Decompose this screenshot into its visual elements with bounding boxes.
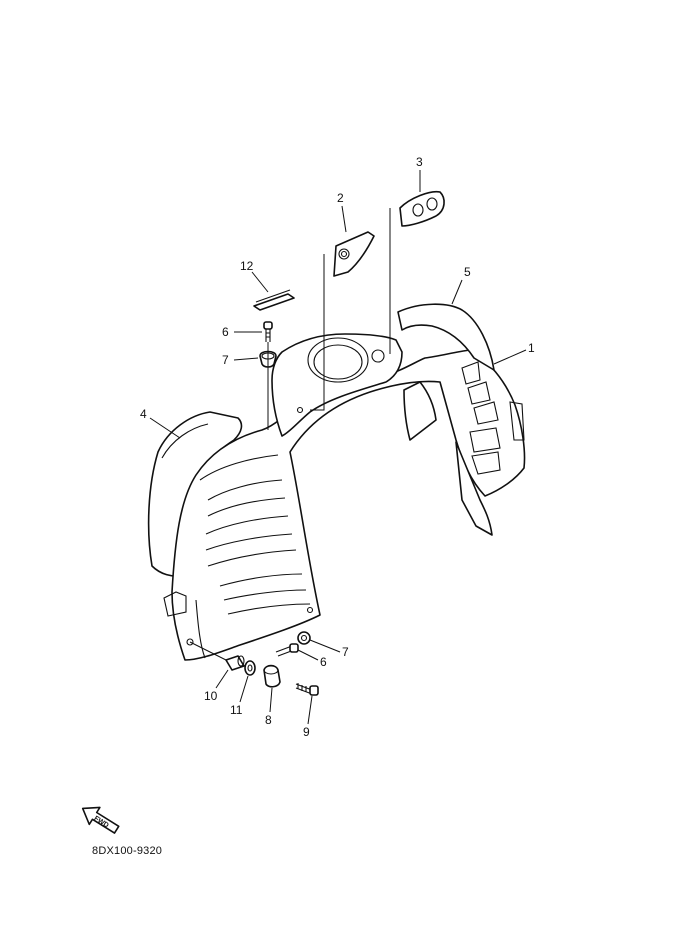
part-5-right-side-cover — [397, 303, 495, 371]
part-8-grommet — [263, 664, 281, 688]
callout-3: 3 — [416, 155, 423, 169]
callout-9: 9 — [303, 725, 310, 739]
callout-8: 8 — [265, 713, 272, 727]
leader-lines — [149, 170, 527, 725]
part-7-nut-lower — [297, 631, 311, 645]
part-12-strip — [253, 289, 295, 311]
callout-4: 4 — [140, 407, 147, 421]
callout-11: 11 — [230, 703, 243, 717]
part-9-bolt — [295, 683, 319, 696]
callout-5: 5 — [464, 265, 471, 279]
assembly-lines — [189, 208, 391, 661]
callout-2: 2 — [337, 191, 344, 205]
callout-10: 10 — [204, 689, 218, 703]
callout-12: 12 — [240, 259, 254, 273]
callout-7-lower: 7 — [342, 645, 349, 659]
callout-7-upper: 7 — [222, 353, 229, 367]
fwd-arrow-icon: FWD — [81, 806, 120, 834]
callout-1: 1 — [528, 341, 535, 355]
part-11-washer — [244, 660, 256, 676]
part-1-main-cover — [163, 349, 526, 661]
callout-6-lower: 6 — [320, 655, 327, 669]
part-10-collar — [225, 655, 245, 671]
part-6-screw-upper — [263, 321, 273, 342]
diagram-code: 8DX100-9320 — [92, 845, 163, 857]
part-6-screw-lower — [275, 643, 299, 657]
part-3-bracket — [399, 190, 445, 227]
fwd-label: FWD — [93, 815, 110, 829]
meter-housing — [271, 333, 403, 437]
part-2-bracket — [333, 231, 375, 277]
callout-6-upper: 6 — [222, 325, 229, 339]
callout-labels: 3 2 12 5 6 1 7 4 7 6 10 11 8 9 — [140, 155, 535, 739]
